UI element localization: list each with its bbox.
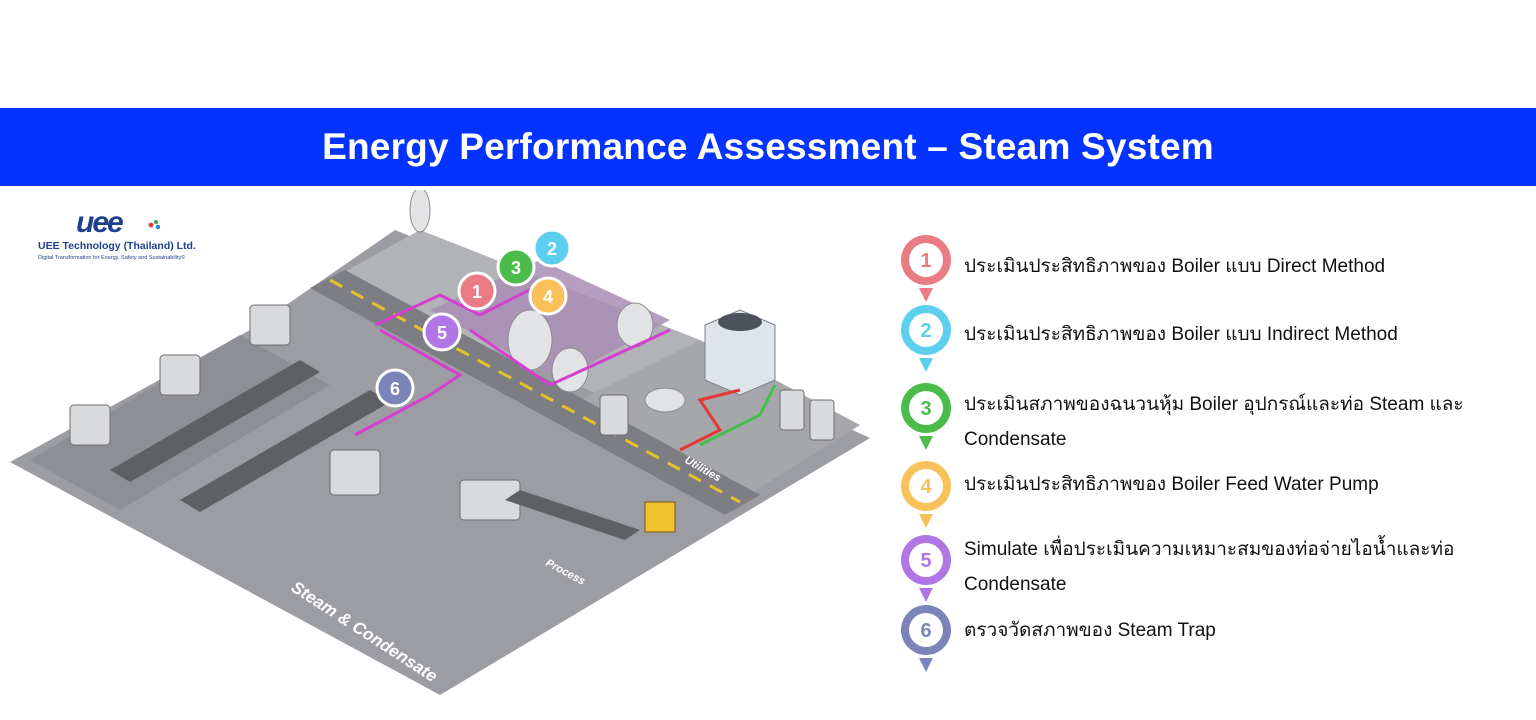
machine [249,304,291,346]
scene-marker-4: 4 [528,276,568,316]
assessment-item-text: ประเมินประสิทธิภาพของ Boiler แบบ Direct … [964,256,1386,277]
cooling-tower [704,309,776,396]
factory-illustration: Steam & Condensate Process Utilities 1 3… [10,190,870,695]
scene-marker-2: 2 [532,228,572,268]
assessment-item-text: ประเมินสภาพของฉนวนหุ้ม Boiler อุปกรณ์และ… [964,394,1464,450]
machine [159,354,201,396]
logo-tagline: Digital Transformation for Energy, Safet… [38,255,186,261]
logo-company-name: UEE Technology (Thailand) Ltd. [38,240,196,252]
conveyor [180,390,390,512]
svg-text:4: 4 [543,287,553,307]
map-pin-icon: 4 [901,461,951,528]
scene-marker-5: 5 [422,312,462,352]
svg-text:5: 5 [920,550,931,572]
assessment-list: 1 ประเมินประสิทธิภาพของ Boiler แบบ Direc… [896,230,1516,680]
svg-text:6: 6 [920,620,931,642]
logo-mark: uee [76,206,124,239]
conveyor [505,490,640,540]
machine [329,449,381,496]
road-marking [329,278,741,504]
svg-text:3: 3 [511,258,521,278]
svg-text:2: 2 [920,320,931,342]
scene-marker-1: 1 [457,271,497,311]
steam-pipe [374,280,546,327]
process-area-left [30,335,330,510]
svg-text:2: 2 [547,239,557,259]
machine [779,389,805,431]
steam-pipe [469,328,671,387]
map-pin-icon: 2 [901,305,951,372]
map-pin-icon: 3 [901,383,951,450]
assessment-item-text: Simulate เพื่อประเมินความเหมาะสมของท่อจ่… [964,539,1455,595]
steam-pipe [354,328,463,437]
hot-water-pipe [679,388,741,452]
map-pin-icon: 6 [901,605,951,672]
svg-text:3: 3 [920,398,931,420]
company-logo: uee UEE Technology (Thailand) Ltd. Digit… [36,208,216,268]
cooling-tower-fan [718,313,762,331]
scene-marker-6: 6 [375,368,415,408]
svg-text:6: 6 [390,379,400,399]
svg-text:1: 1 [920,250,931,272]
scene-marker-3: 3 [496,247,536,287]
map-pin-icon: 1 [901,235,951,302]
svg-text:1: 1 [472,282,482,302]
title-banner: Energy Performance Assessment – Steam Sy… [0,108,1536,186]
machine [69,404,111,446]
svg-text:4: 4 [920,476,932,498]
map-pin-icon: 5 [901,535,951,602]
machine [809,399,835,441]
assessment-item-text: ตรวจวัดสภาพของ Steam Trap [964,620,1216,641]
logo-dots-icon [148,220,161,230]
forklift [644,501,676,533]
page-title: Energy Performance Assessment – Steam Sy… [322,126,1214,167]
assessment-item-text: ประเมินประสิทธิภาพของ Boiler แบบ Indirec… [964,324,1398,345]
cold-water-pipe [699,384,777,447]
assessment-item-text: ประเมินประสิทธิภาพของ Boiler Feed Water … [964,474,1379,495]
svg-text:5: 5 [437,323,447,343]
conveyor [110,360,320,482]
machine [599,394,629,436]
gas-tank [409,190,431,233]
chiller [644,387,686,413]
